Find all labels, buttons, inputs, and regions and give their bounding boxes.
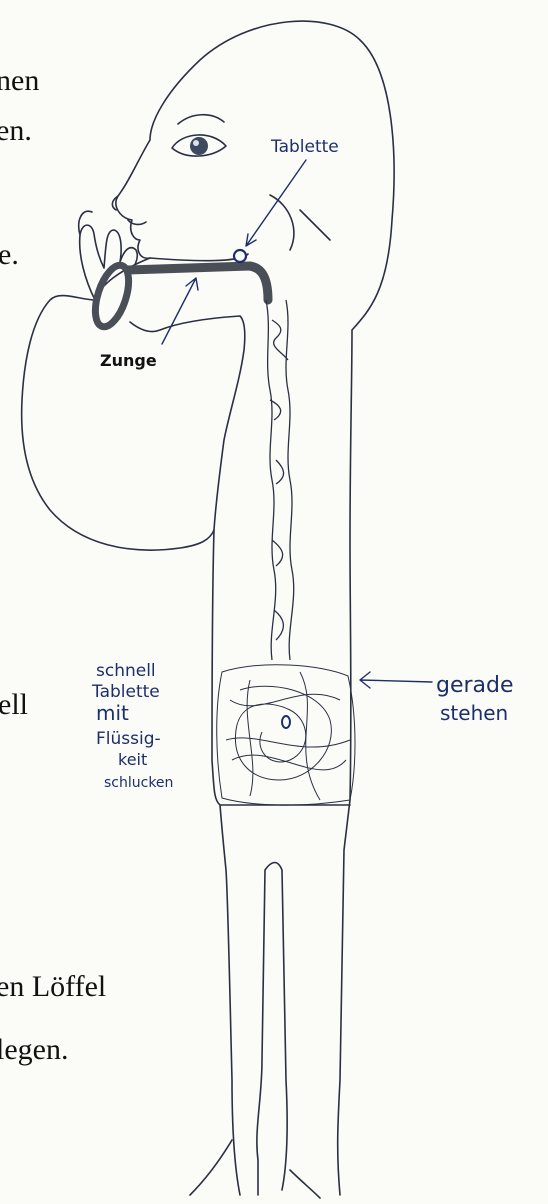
note-label-1: schnell [96,661,156,681]
tongue-label: Zunge [100,351,157,370]
tablet-in-throat [234,250,246,262]
stand-straight-label-1: gerade [436,673,514,698]
tongue-shape [128,266,268,300]
body-outline [116,21,394,1195]
note-label-4: Flüssig- [96,729,161,749]
waist-outline [212,530,350,1195]
neck-line [270,195,330,250]
note-label-5: keit [118,750,147,769]
note-label-3: mit [96,701,129,725]
stomach-scribble [217,665,355,805]
tongue-arrow [162,278,198,344]
note-label-6: schlucken [104,775,173,791]
esophagus [266,300,294,660]
tablet-label: Tablette [270,137,339,157]
eye-pupil [190,137,208,155]
eye-highlight [193,140,199,146]
stand-arrow [360,672,432,688]
tablet-arrow [246,160,306,246]
arm-outline [22,258,245,550]
note-label-2: Tablette [91,682,160,702]
mouth-opening [89,261,135,331]
stomach-tablet [282,716,290,728]
foot-outline [190,1140,320,1198]
stand-straight-label-2: stehen [440,701,508,725]
